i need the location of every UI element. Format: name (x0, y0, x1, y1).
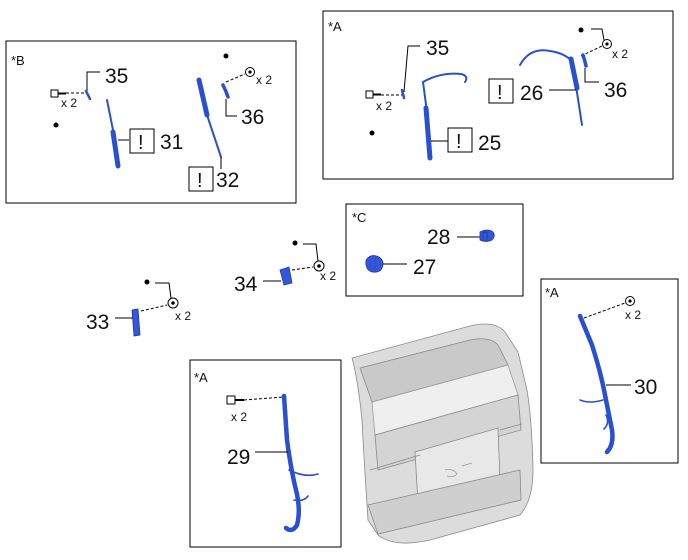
box-b-frame (5, 40, 297, 204)
qty-label: x 2 (231, 410, 247, 424)
warning-icon: ! (129, 128, 155, 154)
warning-icon: ! (447, 127, 473, 153)
grommet-28 (479, 229, 495, 242)
callout-33: 33 (86, 311, 109, 334)
fastener-dot-icon (144, 279, 150, 285)
box-a-top: *A x 2 35 ! 25 (322, 10, 674, 180)
box-a-right-tag: *A (545, 285, 559, 300)
callout-28: 28 (427, 226, 450, 249)
qty-label: x 2 (376, 99, 392, 113)
nut-icon (625, 296, 635, 306)
bolt-icon (365, 90, 381, 99)
nut-icon (167, 297, 179, 309)
back-door-stay-31 (106, 99, 121, 169)
box-a-top-frame (322, 10, 674, 180)
box-c: *C 28 27 (345, 203, 524, 297)
callout-35: 35 (105, 65, 128, 88)
callout-34: 34 (234, 273, 258, 296)
part-33-group: x 2 33 (86, 279, 191, 337)
callout-36: 36 (241, 106, 264, 129)
qty-label: x 2 (625, 308, 641, 322)
fastener-dot-icon (53, 122, 59, 128)
svg-text:!: ! (197, 170, 203, 192)
nut-icon (245, 67, 255, 77)
callout-35: 35 (426, 37, 449, 60)
nut-icon (313, 260, 325, 272)
box-a-top-tag: *A (328, 19, 342, 34)
box-a-right-frame (540, 278, 679, 464)
bracket-34 (279, 266, 293, 286)
qty-label: x 2 (320, 269, 336, 283)
box-a-bottom: *A x 2 29 (189, 359, 342, 548)
box-b: *B x 2 35 ! 31 x 2 (5, 40, 297, 204)
back-door-stay-29 (281, 393, 319, 533)
fastener-dot-icon (292, 240, 298, 246)
fastener-dot-icon (369, 130, 375, 136)
fastener-dot-icon (223, 53, 229, 59)
box-a-right: *A x 2 30 (540, 278, 679, 464)
warning-icon: ! (188, 166, 214, 192)
cushion-27 (365, 255, 384, 273)
box-c-tag: *C (352, 210, 366, 225)
back-door-damper-26 (519, 49, 583, 126)
bolt-icon (50, 89, 66, 98)
callout-27: 27 (413, 256, 436, 279)
callout-26: 26 (520, 82, 543, 105)
box-b-tag: *B (11, 53, 25, 68)
back-door-stay-32 (196, 77, 222, 158)
warning-icon: ! (488, 78, 514, 104)
svg-text:!: ! (497, 82, 503, 104)
bracket-33 (131, 308, 141, 337)
svg-text:!: ! (456, 131, 462, 153)
fastener-dot-icon (578, 27, 584, 33)
back-door-panel (351, 323, 534, 544)
qty-label: x 2 (612, 47, 628, 61)
box-a-bottom-tag: *A (194, 370, 208, 385)
box-a-bottom-frame (189, 359, 342, 548)
part-34-group: x 2 34 (234, 240, 336, 296)
qty-label: x 2 (61, 96, 77, 110)
callout-32: 32 (216, 169, 239, 192)
back-door-damper-25 (422, 72, 468, 161)
callout-25: 25 (478, 132, 501, 155)
callout-31: 31 (160, 131, 183, 154)
back-door-stay-30 (577, 313, 615, 455)
callout-30: 30 (634, 376, 657, 399)
nut-icon (602, 39, 612, 49)
callout-29: 29 (227, 446, 250, 469)
svg-text:!: ! (138, 132, 144, 154)
qty-label: x 2 (256, 73, 272, 87)
qty-label: x 2 (175, 309, 191, 323)
bolt-icon (226, 395, 244, 405)
box-c-frame (345, 203, 524, 297)
callout-36: 36 (604, 79, 627, 102)
